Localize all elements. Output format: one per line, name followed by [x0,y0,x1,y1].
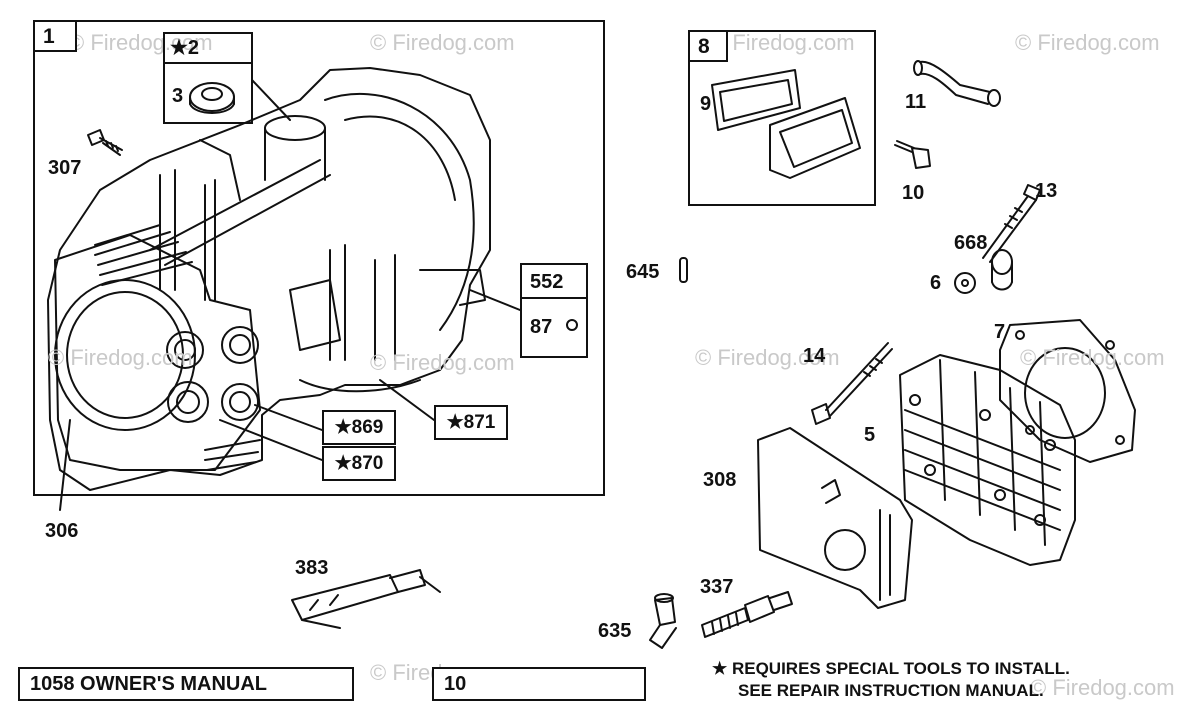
rocker-cover-group-frame [688,30,876,206]
part-label-871: ★871 [434,405,508,440]
part-label-306: 306 [45,520,79,542]
part-label-552: 552 [530,271,564,293]
part-label-337: 337 [700,576,734,598]
part-label-11: 11 [905,91,927,113]
part-label-10: 10 [902,182,925,204]
part-label-5: 5 [864,424,876,446]
part-label-307: 307 [48,157,82,179]
part-label-308: 308 [703,469,737,491]
oil-seal-callout-divider [163,32,253,64]
part-label-9: 9 [700,93,712,115]
watermark: © Firedog.com [1015,30,1160,55]
part-label-383: 383 [295,557,329,579]
part-label-869: ★869 [322,410,396,445]
special-tools-note-line1: ★ REQUIRES SPECIAL TOOLS TO INSTALL. [712,659,1070,678]
part-label-13: 13 [1035,180,1058,202]
spark-plug-drawing [701,591,793,638]
part-label-7: 7 [994,321,1006,343]
spark-plug-boot-drawing [649,593,677,649]
oil-seal-drawing [189,82,235,114]
part-label-6: 6 [930,272,942,294]
watermark: © Firedog.com [710,30,855,55]
watermark: © Firedog.com [48,345,193,370]
second-manual-label: 10 [432,667,646,701]
watermark: © Firedog.com [370,30,515,55]
owners-manual-label: 1058 OWNER'S MANUAL [18,667,354,701]
part-label-3: 3 [172,85,184,107]
special-tools-note-line2: SEE REPAIR INSTRUCTION MANUAL. [738,681,1044,700]
watermark: © Firedog.com [1030,675,1175,700]
part-label-2: ★2 [170,37,200,59]
breather-tube-drawing [913,60,1001,107]
part-label-635: 635 [598,620,632,642]
engine-block-group-frame [33,20,605,496]
head-bolt-drawing [811,342,893,425]
part-label-645: 645 [626,261,660,283]
part-label-14: 14 [803,345,826,367]
watermark: © Firedog.com [695,345,840,370]
rocker-cover-group-number: 8 [688,30,728,62]
engine-block-group-number: 1 [33,20,77,52]
part-label-668: 668 [954,232,988,254]
bolt-307-drawing [87,129,123,156]
tool-383-drawing [291,569,441,629]
air-guide-drawing [757,427,913,609]
watermark: © Firedog.com [68,30,213,55]
watermark: © Firedog.com [1020,345,1165,370]
bolt-10-drawing [894,140,931,169]
stud-13-drawing [982,184,1041,263]
cylinder-head-drawing [899,354,1076,566]
callout-box-552-divider [520,263,588,299]
head-gasket-drawing [999,319,1136,463]
part-label-87: 87 [530,316,553,338]
engine-block-drawing [47,67,491,491]
rocker-cover-drawing [711,69,861,179]
watermark: © Firedog.com [370,350,515,375]
part-label-870: ★870 [322,446,396,481]
